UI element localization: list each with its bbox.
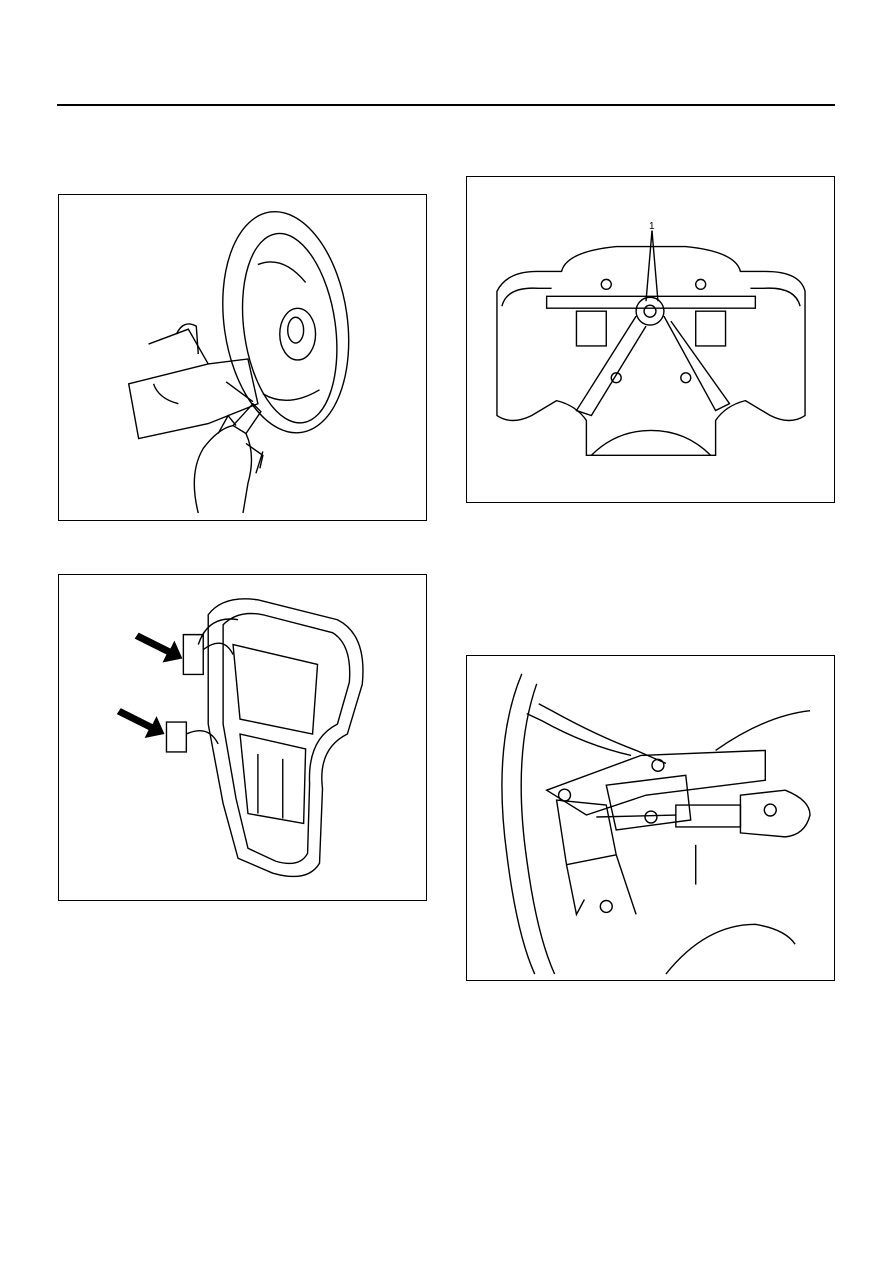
steering-wheel-illustration xyxy=(59,195,426,520)
figure-steering-column-tool xyxy=(466,655,835,981)
figure-airbag-connectors xyxy=(58,574,427,901)
figure-steering-wheel-puller: 1 xyxy=(466,176,835,503)
puller-illustration xyxy=(467,177,834,502)
airbag-module-illustration xyxy=(116,575,426,900)
steering-column-illustration xyxy=(467,656,834,980)
header-rule xyxy=(57,104,835,106)
callout-1: 1 xyxy=(649,221,655,232)
figure-steering-wheel-removal xyxy=(58,194,427,521)
